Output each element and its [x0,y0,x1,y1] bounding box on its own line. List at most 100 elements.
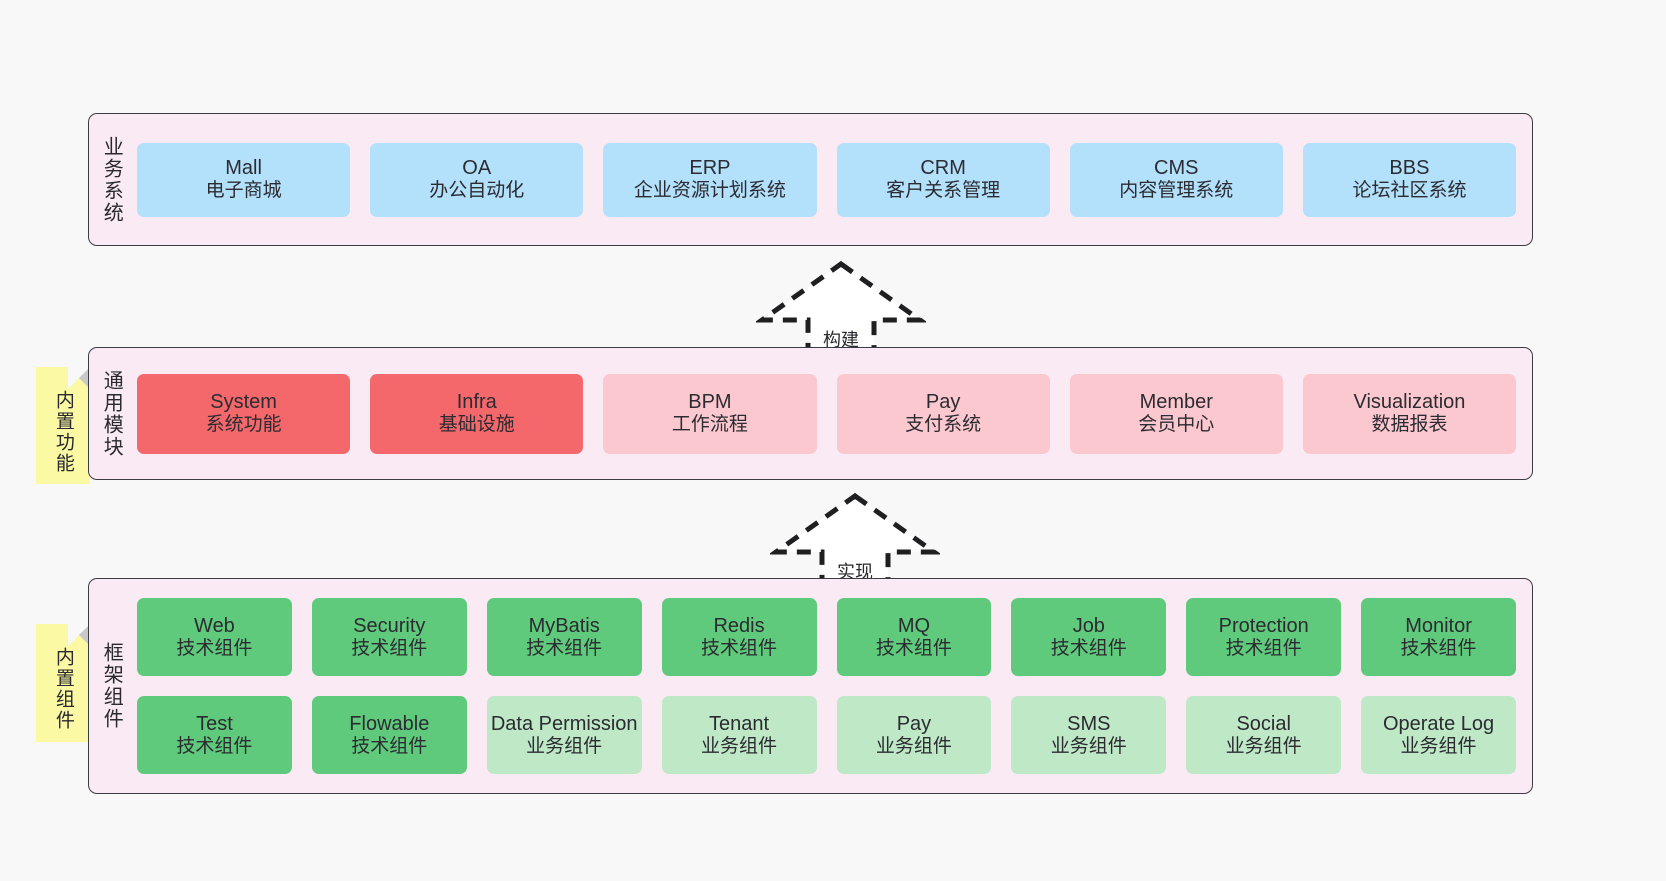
card-mq[interactable]: MQ 技术组件 [836,598,992,676]
layer-body-framework: Web 技术组件 Security 技术组件 MyBatis 技术组件 Redi… [133,579,1532,793]
card-title: System [210,391,277,414]
card-title: Pay [925,391,961,414]
card-title: Security [353,614,426,637]
card-monitor[interactable]: Monitor 技术组件 [1361,598,1516,676]
card-bbs[interactable]: BBS 论坛社区系统 [1302,142,1517,217]
card-title: Member [1139,391,1213,414]
card-subtitle: 支付系统 [905,414,982,436]
card-title: Flowable [349,712,430,735]
card-infra[interactable]: Infra 基础设施 [370,373,584,454]
card-flowable[interactable]: Flowable 技术组件 [311,696,467,774]
up-block-arrow-icon [756,260,926,357]
card-title: Web [194,614,235,637]
card-title: Mall [225,157,262,180]
card-title: Operate Log [1382,712,1495,735]
card-subtitle: 业务组件 [1050,735,1127,757]
card-subtitle: 技术组件 [176,735,253,757]
card-subtitle: 工作流程 [671,414,748,436]
card-subtitle: 数据报表 [1371,414,1448,436]
card-mybatis[interactable]: MyBatis 技术组件 [486,598,642,676]
card-job[interactable]: Job 技术组件 [1011,598,1167,676]
card-title: Job [1072,614,1105,637]
card-web[interactable]: Web 技术组件 [137,598,292,676]
card-subtitle: 企业资源计划系统 [633,180,786,202]
card-title: CMS [1154,157,1199,180]
card-title: SMS [1067,712,1111,735]
card-title: BBS [1389,157,1430,180]
card-sms[interactable]: SMS 业务组件 [1011,696,1167,774]
card-subtitle: 业务组件 [526,735,603,757]
card-subtitle: 技术组件 [1050,637,1127,659]
card-subtitle: 业务组件 [1225,735,1302,757]
card-member[interactable]: Member 会员中心 [1069,373,1283,454]
card-title: Pay [896,712,932,735]
card-pay-module[interactable]: Pay 支付系统 [836,373,1050,454]
up-block-arrow-icon [770,492,940,589]
card-title: OA [462,157,492,180]
card-test[interactable]: Test 技术组件 [137,696,292,774]
card-title: Social [1236,712,1291,735]
card-operate-log[interactable]: Operate Log 业务组件 [1361,696,1516,774]
note-text: 内置组件 [52,647,74,731]
card-subtitle: 技术组件 [701,637,778,659]
card-subtitle: 业务组件 [701,735,778,757]
card-title: Monitor [1405,614,1472,637]
card-title: Infra [456,391,497,414]
layer-title-modules: 通用模块 [100,369,123,458]
layer-title-framework: 框架组件 [100,642,123,730]
card-security[interactable]: Security 技术组件 [311,598,467,676]
card-row: Mall 电子商城 OA 办公自动化 ERP 企业资源计划系统 CRM 客户关系… [137,142,1517,217]
card-subtitle: 办公自动化 [429,180,525,202]
card-subtitle: 系统功能 [205,414,282,436]
card-oa[interactable]: OA 办公自动化 [370,142,584,217]
card-subtitle: 内容管理系统 [1119,180,1234,202]
card-system[interactable]: System 系统功能 [137,373,351,454]
card-social[interactable]: Social 业务组件 [1186,696,1342,774]
card-subtitle: 电子商城 [205,180,282,202]
layer-title-business: 业务系统 [100,135,123,224]
card-subtitle: 技术组件 [351,637,428,659]
card-title: MyBatis [528,614,600,637]
card-row: System 系统功能 Infra 基础设施 BPM 工作流程 Pay 支付系统… [137,373,1517,454]
connector-build-arrow: 构建 [756,258,926,358]
card-title: ERP [689,157,731,180]
card-redis[interactable]: Redis 技术组件 [661,598,817,676]
layer-framework-components: 框架组件 Web 技术组件 Security 技术组件 MyBatis 技术组件… [88,578,1533,794]
card-subtitle: 业务组件 [1400,735,1477,757]
layer-common-modules: 通用模块 System 系统功能 Infra 基础设施 BPM 工作流程 Pay… [88,347,1533,480]
note-text: 内置功能 [52,389,74,474]
card-title: MQ [897,614,931,637]
card-crm[interactable]: CRM 客户关系管理 [836,142,1050,217]
card-title: Visualization [1353,391,1466,414]
card-subtitle: 技术组件 [875,637,952,659]
card-pay-component[interactable]: Pay 业务组件 [836,696,992,774]
card-row: Web 技术组件 Security 技术组件 MyBatis 技术组件 Redi… [137,598,1516,676]
card-mall[interactable]: Mall 电子商城 [137,142,351,217]
connector-implement-arrow: 实现 [770,490,940,590]
card-title: Data Permission [490,712,638,735]
note-builtin-components: 内置组件 [36,624,90,742]
card-title: BPM [688,391,732,414]
layer-business-systems: 业务系统 Mall 电子商城 OA 办公自动化 ERP 企业资源计划系统 CRM… [88,113,1533,246]
card-subtitle: 会员中心 [1138,414,1215,436]
card-erp[interactable]: ERP 企业资源计划系统 [603,142,817,217]
card-subtitle: 基础设施 [438,414,515,436]
card-subtitle: 技术组件 [176,637,253,659]
card-subtitle: 技术组件 [351,735,428,757]
card-cms[interactable]: CMS 内容管理系统 [1069,142,1283,217]
card-title: Test [196,712,233,735]
card-visualization[interactable]: Visualization 数据报表 [1302,373,1517,454]
card-row: Test 技术组件 Flowable 技术组件 Data Permission … [137,696,1516,774]
card-title: Redis [713,614,765,637]
card-bpm[interactable]: BPM 工作流程 [603,373,817,454]
card-subtitle: 技术组件 [1225,637,1302,659]
card-subtitle: 论坛社区系统 [1352,180,1467,202]
layer-body-business: Mall 电子商城 OA 办公自动化 ERP 企业资源计划系统 CRM 客户关系… [133,114,1532,245]
layer-body-modules: System 系统功能 Infra 基础设施 BPM 工作流程 Pay 支付系统… [133,348,1532,479]
card-data-permission[interactable]: Data Permission 业务组件 [486,696,642,774]
card-subtitle: 技术组件 [526,637,603,659]
card-tenant[interactable]: Tenant 业务组件 [661,696,817,774]
card-subtitle: 业务组件 [875,735,952,757]
card-subtitle: 客户关系管理 [886,180,1001,202]
card-protection[interactable]: Protection 技术组件 [1186,598,1342,676]
